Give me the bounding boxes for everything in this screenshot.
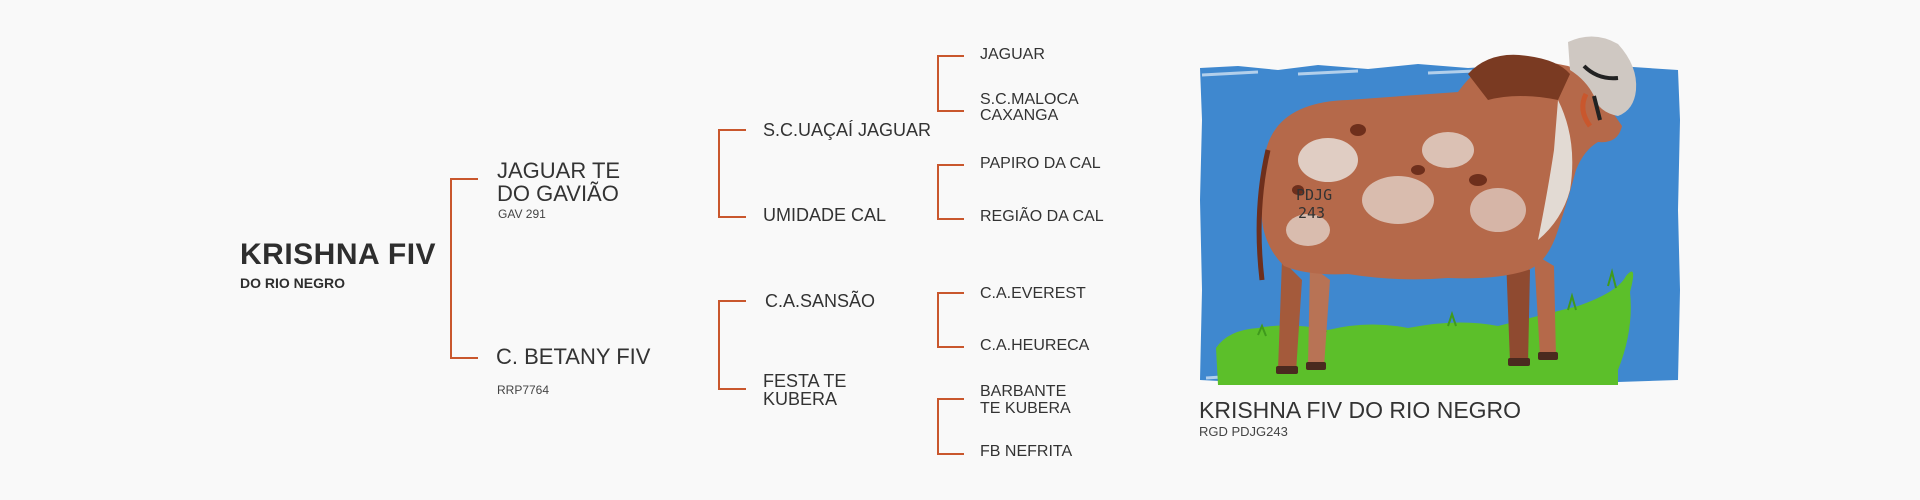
granddam-paternal: UMIDADE CAL bbox=[763, 205, 887, 225]
sire-name-line2: DO GAVIÃO bbox=[497, 181, 619, 206]
pedigree-bracket-gen1 bbox=[450, 178, 478, 359]
brand-line2: 243 bbox=[1298, 204, 1325, 222]
great-grandparent-4: REGIÃO DA CAL bbox=[980, 208, 1104, 225]
great-grandparent-3: PAPIRO DA CAL bbox=[980, 155, 1101, 172]
pedigree-bracket-g2 bbox=[937, 164, 964, 220]
pedigree-bracket-sire bbox=[718, 129, 746, 218]
great-grandparent-7-line2: TE KUBERA bbox=[980, 400, 1071, 417]
photo-subtitle: RGD PDJG243 bbox=[1199, 424, 1288, 439]
grandsire-paternal: S.C.UAÇAÍ JAGUAR bbox=[763, 120, 932, 140]
granddam-maternal-line2: KUBERA bbox=[763, 389, 838, 409]
pedigree-bracket-g4 bbox=[937, 398, 964, 455]
dam-name: C. BETANY FIV bbox=[496, 344, 651, 369]
great-grandparent-8: FB NEFRITA bbox=[980, 443, 1073, 460]
sire-registry: GAV 291 bbox=[498, 207, 546, 221]
great-grandparent-7-line1: BARBANTE bbox=[980, 383, 1067, 400]
great-grandparent-6: C.A.HEURECA bbox=[980, 337, 1090, 354]
great-grandparent-1: JAGUAR bbox=[980, 46, 1045, 63]
animal-photo: PDJG 243 bbox=[1198, 30, 1682, 385]
sire-name-line1: JAGUAR TE bbox=[497, 158, 621, 183]
cow-illustration: PDJG 243 bbox=[1200, 36, 1680, 385]
great-grandparent-5: C.A.EVEREST bbox=[980, 285, 1086, 302]
pedigree-bracket-g3 bbox=[937, 292, 964, 348]
pedigree-bracket-dam bbox=[718, 300, 746, 390]
great-grandparent-2-line2: CAXANGA bbox=[980, 107, 1059, 124]
granddam-maternal-line1: FESTA TE bbox=[763, 371, 847, 391]
great-grandparent-2-line1: S.C.MALOCA bbox=[980, 91, 1079, 108]
animal-name-suffix: DO RIO NEGRO bbox=[240, 275, 346, 291]
animal-name: KRISHNA FIV bbox=[240, 238, 437, 271]
dam-registry: RRP7764 bbox=[497, 383, 550, 397]
brand-line1: PDJG bbox=[1296, 186, 1332, 204]
grandsire-maternal: C.A.SANSÃO bbox=[765, 291, 876, 311]
photo-title: KRISHNA FIV DO RIO NEGRO bbox=[1199, 397, 1522, 423]
pedigree-bracket-g1 bbox=[937, 55, 964, 112]
